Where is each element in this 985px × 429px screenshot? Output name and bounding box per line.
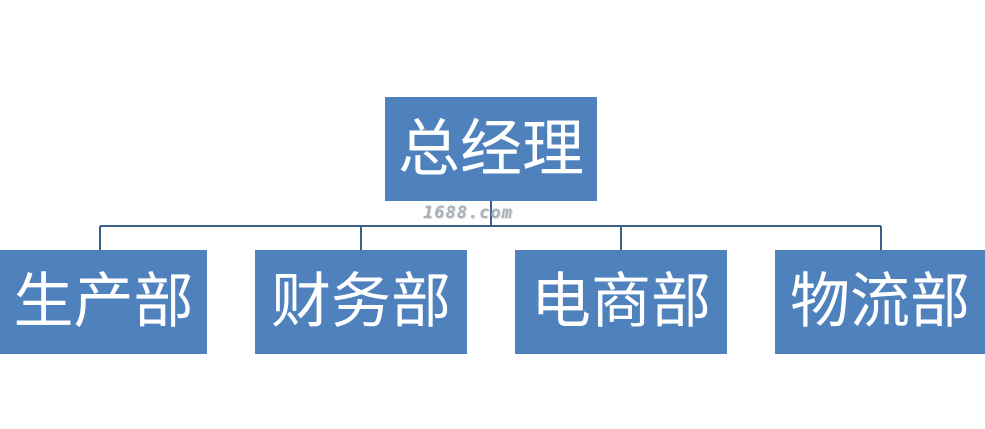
node-label: 财务部 (271, 267, 451, 337)
node-label: 电商部 (531, 267, 711, 337)
node-label: 物流部 (790, 267, 970, 337)
node-finance-dept: 财务部 (255, 250, 467, 354)
node-label: 总经理 (397, 112, 584, 185)
node-logistics-dept: 物流部 (775, 250, 985, 354)
node-label: 生产部 (13, 267, 194, 337)
node-production-dept: 生产部 (0, 250, 207, 354)
node-general-manager: 总经理 (385, 97, 597, 201)
node-ecommerce-dept: 电商部 (515, 250, 727, 354)
watermark-text: 1688.com (423, 203, 513, 223)
